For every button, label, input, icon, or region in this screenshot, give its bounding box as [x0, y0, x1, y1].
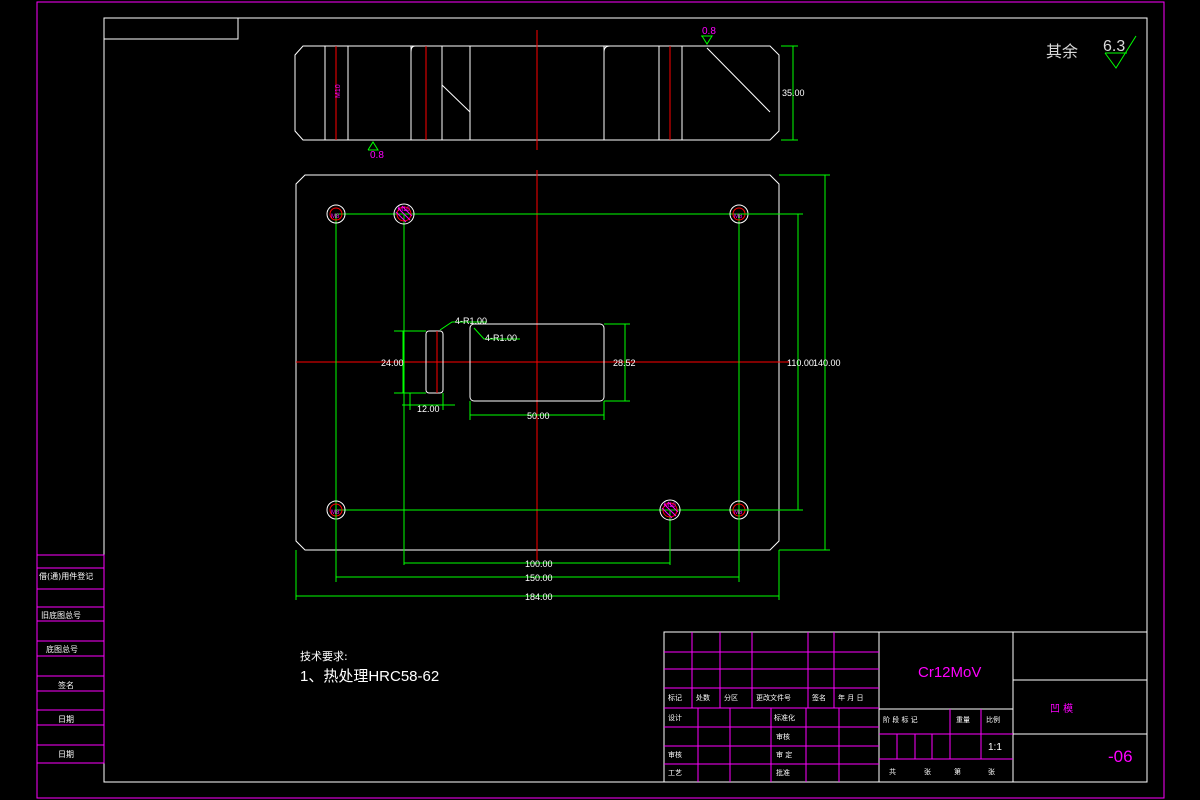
side-table-label-4: 签名 — [58, 680, 74, 690]
side-table: 借(通)用件登记 旧底图总号 底图总号 签名 日期 日期 — [36, 554, 105, 764]
rev-header-mark: 标记 — [668, 693, 682, 702]
weight-header: 重量 — [956, 716, 970, 724]
side-table-label-3: 底图总号 — [46, 644, 78, 654]
rev-header-date: 年 月 日 — [838, 693, 863, 702]
stage-header: 阶 段 标 记 — [883, 715, 918, 724]
sheet-total-label: 共 — [889, 767, 896, 776]
side-table-label-1: 借(通)用件登记 — [39, 571, 93, 581]
slot-radius-label: 4-R1.00 — [455, 316, 487, 326]
window-height-dim: 28.52 — [613, 358, 636, 368]
roughness-symbol: 其余 6.3 — [1046, 35, 1137, 69]
svg-text:M8: M8 — [331, 510, 340, 516]
sheet-border — [36, 1, 1165, 799]
front-thread-label: M10 — [335, 84, 342, 98]
scale-header: 比例 — [986, 715, 1000, 724]
tech-req-title: 技术要求: — [300, 650, 348, 663]
drawing-number: -06 — [1108, 747, 1133, 766]
svg-text:审核: 审核 — [776, 732, 790, 741]
front-height-dim: 35.00 — [782, 88, 805, 98]
rev-header-count: 处数 — [696, 693, 710, 702]
rev-header-doc: 更改文件号 — [756, 693, 791, 702]
sheet-number-unit: 张 — [988, 767, 995, 776]
part-name: 凹 模 — [1050, 703, 1073, 715]
plan-view: M8 M10 M8 M8 M10 — [295, 170, 841, 602]
front-view: M10 35.00 0.8 0.8 — [294, 26, 805, 161]
slot-width-dim: 12.00 — [417, 404, 440, 414]
label-review: 审核 — [668, 750, 682, 759]
rev-header-zone: 分区 — [724, 693, 738, 702]
window-width-dim: 50.00 — [527, 411, 550, 421]
overall-width-dim: 184.00 — [525, 592, 553, 602]
svg-text:M10: M10 — [398, 207, 410, 213]
hole-m8-top-left: M8 — [326, 204, 346, 224]
hole-spacing-y-dim: 110.00 — [787, 358, 814, 368]
label-process: 工艺 — [668, 769, 682, 777]
side-table-label-2: 旧底图总号 — [41, 610, 81, 620]
label-approve: 批准 — [776, 768, 790, 777]
svg-text:M8: M8 — [734, 510, 743, 516]
window-opening: 4-R1.00 28.52 50.00 — [469, 323, 636, 421]
svg-text:M8: M8 — [734, 214, 743, 220]
roughness-triangle — [1104, 35, 1137, 69]
svg-text:审 定: 审 定 — [776, 750, 792, 759]
overall-height-dim: 140.00 — [813, 358, 841, 368]
tech-req-line-1: 1、热处理HRC58-62 — [300, 668, 439, 685]
scale-value: 1:1 — [988, 742, 1002, 753]
sheet-number-label: 第 — [954, 767, 961, 776]
technical-requirements: 技术要求: 1、热处理HRC58-62 — [300, 650, 439, 685]
pin-m10-top: M10 — [393, 203, 415, 225]
material-label: Cr12MoV — [918, 664, 981, 681]
roughness-local-2: 0.8 — [370, 150, 384, 161]
slot-opening: 24.00 12.00 4-R1.00 — [381, 316, 487, 414]
roughness-other-label: 其余 — [1046, 42, 1078, 61]
roughness-local-1: 0.8 — [702, 26, 716, 37]
svg-text:M8: M8 — [331, 214, 340, 220]
side-table-label-6: 日期 — [58, 750, 74, 759]
label-design: 设计 — [668, 713, 682, 722]
side-table-label-5: 日期 — [58, 715, 74, 724]
window-radius-label: 4-R1.00 — [485, 333, 517, 343]
pin-spacing-dim: 100.00 — [525, 559, 553, 569]
title-block: Cr12MoV 凹 模 -06 标记 处数 分区 更改文件号 签名 年 月 日 … — [663, 631, 1148, 783]
svg-text:M10: M10 — [664, 503, 676, 509]
roughness-value: 6.3 — [1103, 38, 1125, 55]
label-standardization: 标准化 — [774, 713, 795, 722]
rev-header-sign: 签名 — [812, 693, 826, 702]
slot-height-dim: 24.00 — [381, 358, 404, 368]
hole-spacing-x-dim: 150.00 — [525, 573, 553, 583]
sheet-total-unit: 张 — [924, 767, 931, 776]
pin-m10-bottom: M10 — [659, 499, 681, 521]
